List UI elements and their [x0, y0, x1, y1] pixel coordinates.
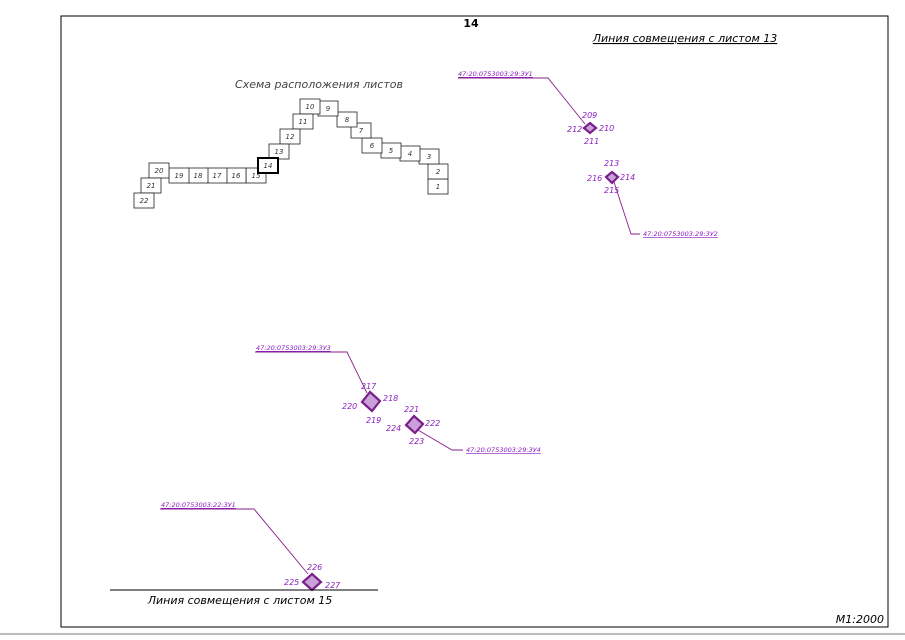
svg-text:13: 13 — [275, 148, 284, 156]
point-label: 220 — [342, 402, 357, 411]
point-label: 212 — [567, 125, 582, 134]
scheme-sheet-18: 18 — [187, 167, 209, 184]
scheme-sheet-22: 22 — [133, 192, 155, 209]
point-label: 216 — [587, 174, 602, 183]
scheme-sheet-1: 1 — [427, 178, 449, 195]
svg-text:22: 22 — [140, 197, 149, 205]
parcel-shape — [604, 170, 620, 185]
svg-text:15: 15 — [252, 172, 261, 180]
point-label: 218 — [383, 394, 398, 403]
scheme-title: Схема расположения листов — [235, 78, 403, 91]
parcel-22-zu1: 47:20:0753003:22:ЗУ1 226 227 225 — [160, 501, 341, 592]
parcel-shape — [582, 121, 598, 135]
svg-text:2: 2 — [436, 168, 441, 176]
scheme-sheet-14-current: 14 — [257, 157, 279, 174]
top-match-line-label: Линия совмещения с листом 13 — [592, 32, 778, 45]
scale-label: М1:2000 — [836, 613, 884, 626]
svg-text:10: 10 — [306, 103, 315, 111]
scheme-sheet-9: 9 — [317, 100, 339, 117]
point-label: 225 — [284, 578, 299, 587]
scheme-sheet-8: 8 — [336, 111, 358, 128]
point-label: 222 — [425, 419, 440, 428]
parcel-shape — [301, 572, 323, 592]
scheme-sheet-3: 3 — [418, 148, 440, 165]
point-label: 219 — [366, 416, 381, 425]
point-label: 209 — [582, 111, 597, 120]
parcel-29-zu1: 47:20:0753003:29:ЗУ1 209 210 211 212 — [458, 70, 614, 146]
svg-text:5: 5 — [389, 147, 394, 155]
point-label: 211 — [584, 137, 599, 146]
svg-text:9: 9 — [326, 105, 331, 113]
point-label: 213 — [604, 159, 619, 168]
svg-text:14: 14 — [264, 162, 273, 170]
svg-text:17: 17 — [213, 172, 222, 180]
svg-text:12: 12 — [286, 133, 295, 141]
point-label: 226 — [307, 563, 322, 572]
point-label: 223 — [409, 437, 424, 446]
point-label: 224 — [386, 424, 401, 433]
svg-text:19: 19 — [175, 172, 184, 180]
drawing-frame — [60, 15, 889, 628]
parcel-29-zu2: 47:20:0753003:29:ЗУ2 213 214 215 216 — [587, 159, 718, 238]
svg-text:6: 6 — [370, 142, 375, 150]
scheme-sheet-21: 21 — [140, 177, 162, 194]
point-label: 217 — [361, 382, 377, 391]
sheet-layout-scheme: 1 2 3 4 5 6 7 8 9 10 11 12 13 15 16 17 1… — [133, 98, 449, 209]
cadastral-label: 47:20:0753003:29:ЗУ4 — [466, 446, 541, 454]
svg-text:20: 20 — [155, 167, 164, 175]
svg-text:4: 4 — [408, 150, 412, 158]
svg-text:16: 16 — [232, 172, 241, 180]
parcel-29-zu4: 47:20:0753003:29:ЗУ4 221 222 223 224 — [386, 405, 541, 454]
parcel-29-zu3: 47:20:0753003:29:ЗУ3 217 218 219 220 — [255, 344, 398, 425]
scheme-sheet-12: 12 — [279, 128, 301, 145]
point-label: 227 — [325, 581, 341, 590]
scheme-sheet-5: 5 — [380, 142, 402, 159]
scheme-sheet-13: 13 — [268, 143, 290, 160]
svg-text:21: 21 — [147, 182, 156, 190]
cadastral-label: 47:20:0753003:22:ЗУ1 — [161, 501, 236, 509]
scheme-sheet-17: 17 — [206, 167, 228, 184]
svg-text:8: 8 — [345, 116, 350, 124]
parcel-shape — [404, 414, 425, 435]
svg-text:11: 11 — [299, 118, 308, 126]
bottom-match-line-label: Линия совмещения с листом 15 — [147, 594, 333, 607]
cadastral-label: 47:20:0753003:29:ЗУ1 — [458, 70, 533, 78]
point-label: 210 — [599, 124, 614, 133]
scheme-sheet-6: 6 — [361, 137, 383, 154]
cadastral-label: 47:20:0753003:29:ЗУ3 — [256, 344, 331, 352]
scheme-sheet-10: 10 — [299, 98, 321, 115]
scheme-sheet-16: 16 — [225, 167, 247, 184]
cadastral-label: 47:20:0753003:29:ЗУ2 — [643, 230, 718, 238]
scheme-sheet-11: 11 — [292, 113, 314, 130]
point-label: 215 — [604, 186, 619, 195]
scheme-sheet-4: 4 — [399, 145, 421, 162]
svg-text:3: 3 — [427, 153, 431, 161]
svg-text:1: 1 — [436, 183, 440, 191]
scheme-sheet-20: 20 — [148, 162, 170, 179]
point-label: 214 — [620, 173, 635, 182]
svg-text:18: 18 — [194, 172, 203, 180]
scheme-sheet-2: 2 — [427, 163, 449, 180]
svg-text:7: 7 — [359, 127, 364, 135]
scheme-sheet-19: 19 — [168, 167, 190, 184]
parcel-shape — [360, 390, 382, 413]
sheet-number: 14 — [463, 17, 479, 30]
point-label: 221 — [404, 405, 419, 414]
